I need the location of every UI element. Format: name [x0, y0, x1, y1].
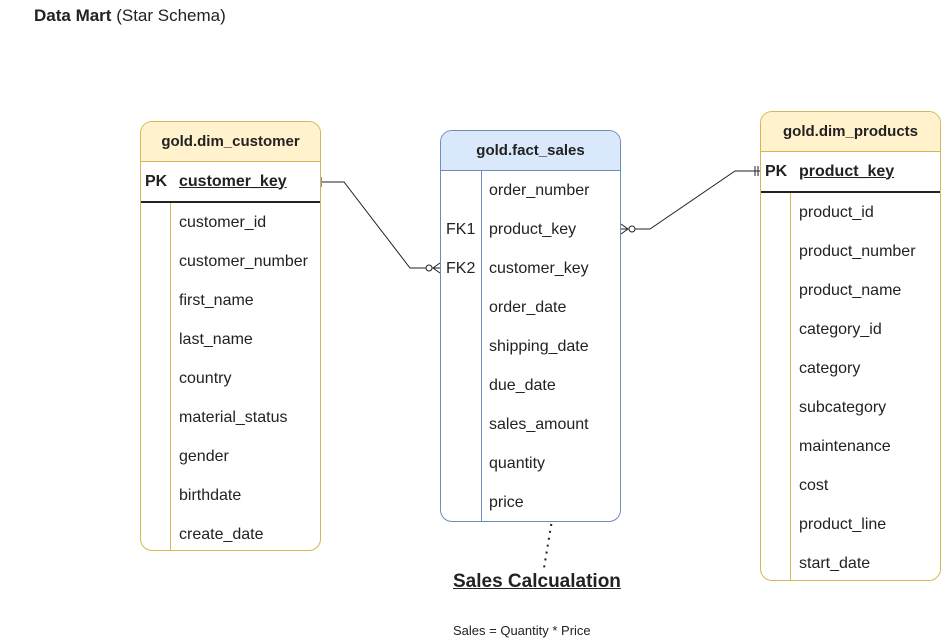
entity-dim-products-title: gold.dim_products: [761, 112, 940, 152]
field-name: product_key: [489, 220, 577, 238]
fk-label: FK1: [446, 220, 476, 238]
field-row: product_name: [761, 271, 940, 310]
field-name: first_name: [179, 291, 254, 309]
field-name: last_name: [179, 330, 253, 348]
entity-fact-sales[interactable]: gold.fact_sales order_number FK1 product_…: [440, 130, 621, 522]
field-row: category: [761, 349, 940, 388]
field-name: gender: [179, 447, 229, 465]
field-row: category_id: [761, 310, 940, 349]
field-row-pk: PK product_key: [761, 152, 940, 193]
field-name: material_status: [179, 408, 288, 426]
field-row: create_date: [141, 515, 320, 550]
key-column-divider: [761, 191, 791, 580]
entity-dim-products-body: PK product_key product_id product_number…: [761, 152, 940, 580]
field-row: sales_amount: [441, 405, 620, 444]
field-row: subcategory: [761, 388, 940, 427]
field-name: customer_key: [489, 259, 589, 277]
field-row: FK2 customer_key: [441, 249, 620, 288]
field-name: product_name: [799, 281, 902, 299]
field-row: last_name: [141, 320, 320, 359]
field-name: quantity: [489, 454, 546, 472]
field-name: subcategory: [799, 398, 887, 416]
field-row: product_number: [761, 232, 940, 271]
link-customer-sales: [322, 181, 440, 269]
pk-label: PK: [145, 172, 168, 190]
field-row: product_line: [761, 505, 940, 544]
field-row: shipping_date: [441, 327, 620, 366]
field-name: maintenance: [799, 437, 891, 455]
entity-dim-customer[interactable]: gold.dim_customer PK customer_key custom…: [140, 121, 321, 551]
field-name: due_date: [489, 376, 556, 394]
pk-field: product_key: [799, 162, 895, 180]
field-name: sales_amount: [489, 415, 589, 433]
pk-label: PK: [765, 162, 788, 180]
key-column-divider: [141, 201, 171, 550]
field-name: customer_number: [179, 252, 308, 270]
entity-dim-products[interactable]: gold.dim_products PK product_key product…: [760, 111, 941, 581]
field-row: price: [441, 483, 620, 521]
field-name: product_line: [799, 515, 887, 533]
page-title: Data Mart (Star Schema): [34, 6, 226, 26]
field-name: product_id: [799, 203, 874, 221]
entity-fact-sales-title: gold.fact_sales: [441, 131, 620, 171]
entity-fact-sales-body: order_number FK1 product_key FK2 customer_…: [441, 171, 620, 521]
field-name: country: [179, 369, 232, 387]
page-title-sub: (Star Schema): [116, 6, 226, 25]
field-name: cost: [799, 476, 829, 494]
field-name: birthdate: [179, 486, 242, 504]
field-name: product_number: [799, 242, 916, 260]
field-row: country: [141, 359, 320, 398]
entity-dim-customer-body: PK customer_key customer_id customer_num…: [141, 162, 320, 550]
field-name: category: [799, 359, 861, 377]
field-row: FK1 product_key: [441, 210, 620, 249]
field-name: create_date: [179, 525, 264, 543]
link-products-crowfoot: [620, 223, 629, 235]
field-row: order_date: [441, 288, 620, 327]
field-row: customer_id: [141, 203, 320, 242]
field-name: customer_id: [179, 213, 267, 231]
field-row-pk: PK customer_key: [141, 162, 320, 203]
key-column-divider: [452, 171, 482, 521]
field-row: product_id: [761, 193, 940, 232]
entity-dim-customer-title: gold.dim_customer: [141, 122, 320, 162]
field-row: due_date: [441, 366, 620, 405]
page-title-main: Data Mart: [34, 6, 112, 25]
field-name: start_date: [799, 554, 871, 572]
link-customer-many-circle: [425, 264, 433, 272]
link-products-sales: [621, 170, 760, 230]
pk-field: customer_key: [179, 172, 287, 190]
field-name: shipping_date: [489, 337, 589, 355]
field-row: start_date: [761, 544, 940, 580]
field-row: order_number: [441, 171, 620, 210]
calc-note-title: Sales Calcualation: [453, 571, 621, 592]
field-row: birthdate: [141, 476, 320, 515]
field-row: material_status: [141, 398, 320, 437]
link-products-many-circle: [628, 225, 636, 233]
link-customer-crowfoot: [432, 262, 441, 274]
fk-label: FK2: [446, 259, 476, 277]
field-row: maintenance: [761, 427, 940, 466]
field-name: category_id: [799, 320, 882, 338]
field-name: price: [489, 493, 524, 511]
field-row: gender: [141, 437, 320, 476]
field-row: first_name: [141, 281, 320, 320]
field-name: order_date: [489, 298, 567, 316]
calc-note-formula: Sales = Quantity * Price: [453, 623, 591, 638]
field-row: quantity: [441, 444, 620, 483]
field-name: order_number: [489, 181, 590, 199]
field-row: cost: [761, 466, 940, 505]
field-row: customer_number: [141, 242, 320, 281]
